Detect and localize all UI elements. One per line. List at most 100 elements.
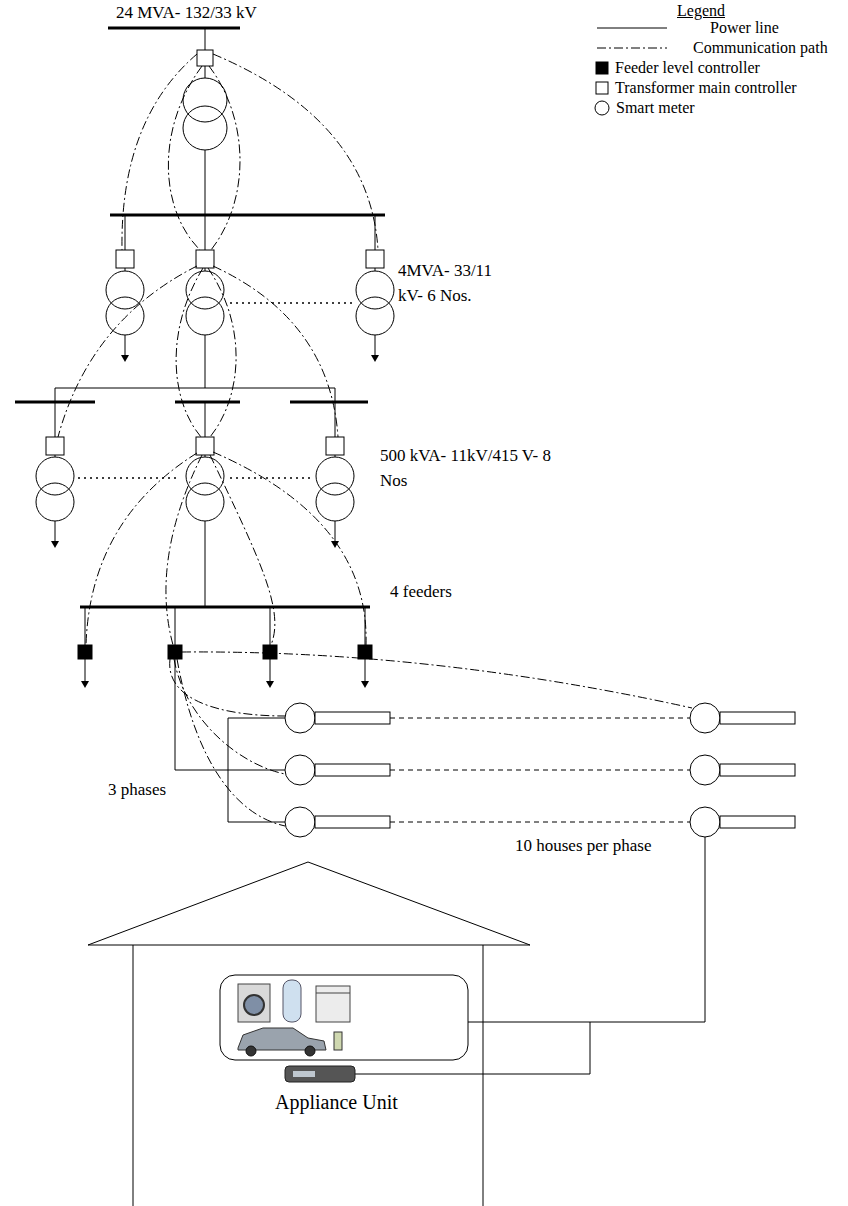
communication-path <box>182 652 692 708</box>
legend-entry: Transformer main controller <box>615 78 797 98</box>
legend-entry: Smart meter <box>616 98 695 118</box>
feeder-controller <box>263 645 277 659</box>
load-line <box>125 335 126 356</box>
continuation-dots <box>230 477 312 479</box>
communication-path <box>86 453 197 645</box>
smart-meter <box>690 703 720 733</box>
service-line <box>590 1022 591 1074</box>
feeder-controller <box>358 645 372 659</box>
smart-meter <box>285 807 315 837</box>
house-load <box>315 764 390 776</box>
dishwasher-panel <box>316 993 350 994</box>
communication-path <box>166 455 202 645</box>
power-line <box>205 28 206 50</box>
smart-meter <box>285 703 315 733</box>
transformer-controller <box>326 437 344 455</box>
house-load <box>720 764 795 776</box>
house-load <box>720 712 795 724</box>
transformer-winding <box>186 483 224 521</box>
power-line <box>125 215 126 250</box>
service-line <box>355 1074 590 1075</box>
power-line <box>205 402 206 437</box>
rating-label: 500 kVA- 11kV/415 V- 8 Nos <box>380 443 565 493</box>
communication-path <box>168 66 202 250</box>
bus-bar <box>80 606 370 609</box>
transformer-controller <box>196 437 214 455</box>
communication-path <box>170 659 285 716</box>
device-screen <box>293 1071 315 1077</box>
bus-bar <box>108 27 240 30</box>
transformer-controller <box>196 250 214 268</box>
legend-sample-communication <box>597 48 667 49</box>
transformer-controller <box>366 250 384 268</box>
power-line <box>55 388 335 389</box>
house: Appliance Unit <box>88 862 530 1206</box>
communication-path <box>209 66 240 250</box>
service-line <box>468 1022 705 1023</box>
house-continuation <box>390 718 690 719</box>
power-line <box>335 402 336 437</box>
legend-sample-power-line <box>597 28 667 29</box>
feeder-controller <box>168 645 182 659</box>
transformer-winding <box>186 297 224 335</box>
water-heater <box>283 980 301 1022</box>
communication-path <box>213 54 378 250</box>
feeder-controller <box>78 645 92 659</box>
continuation-dots <box>230 302 352 304</box>
phase-line <box>228 718 285 719</box>
continuation-dots <box>78 477 180 479</box>
transformer-winding <box>36 483 74 521</box>
load-arrow <box>51 541 59 548</box>
rating-label: 4MVA- 33/11 kV- 6 Nos. <box>398 258 508 308</box>
transformer-winding <box>316 483 354 521</box>
transformer-winding <box>183 106 227 150</box>
smart-meter <box>690 755 720 785</box>
load-line <box>270 659 271 682</box>
load-arrow <box>371 355 379 362</box>
transformer-controller <box>197 50 213 66</box>
house-roof <box>88 862 530 945</box>
communication-path <box>213 452 366 645</box>
communication-path <box>210 455 275 645</box>
appliance-box <box>220 975 468 1060</box>
power-line <box>205 66 206 78</box>
rating-label: 4 feeders <box>390 582 452 602</box>
power-line <box>375 215 376 250</box>
legend-sample-smart-meter <box>595 101 609 115</box>
house-wall <box>133 945 483 1206</box>
legend-entry: Feeder level controller <box>615 58 760 78</box>
dishwasher <box>316 986 350 1022</box>
transformer-winding <box>106 271 144 309</box>
house-continuation <box>390 822 690 823</box>
power-line <box>335 388 336 402</box>
phase-line <box>228 822 285 823</box>
load-line <box>85 659 86 682</box>
load-line <box>55 521 56 542</box>
communication-path <box>213 266 338 437</box>
power-line <box>175 607 176 645</box>
load-arrow <box>121 355 129 362</box>
legend-sample-transformer-controller <box>596 82 608 94</box>
load-arrow <box>81 681 89 688</box>
transformer-winding <box>186 457 224 495</box>
washing-machine-door <box>244 995 264 1015</box>
appliance-unit-device <box>285 1066 355 1082</box>
rating-label: 10 houses per phase <box>515 836 651 856</box>
transformer-winding <box>106 297 144 335</box>
bus-bar <box>290 401 368 404</box>
legend-entry: Power line <box>710 18 779 38</box>
power-line <box>205 335 206 388</box>
legend-heading: Legend <box>677 1 725 21</box>
power-line <box>205 150 206 215</box>
load-line <box>335 521 336 542</box>
load-line <box>375 335 376 356</box>
legend-entry: Communication path <box>693 38 828 58</box>
washing-machine <box>238 984 270 1022</box>
load-line <box>365 659 366 682</box>
load-arrow <box>361 681 369 688</box>
transformer-winding <box>356 271 394 309</box>
phase-line <box>228 718 229 822</box>
house-load <box>315 712 390 724</box>
car-wheel <box>305 1046 315 1056</box>
service-line <box>705 837 706 1022</box>
